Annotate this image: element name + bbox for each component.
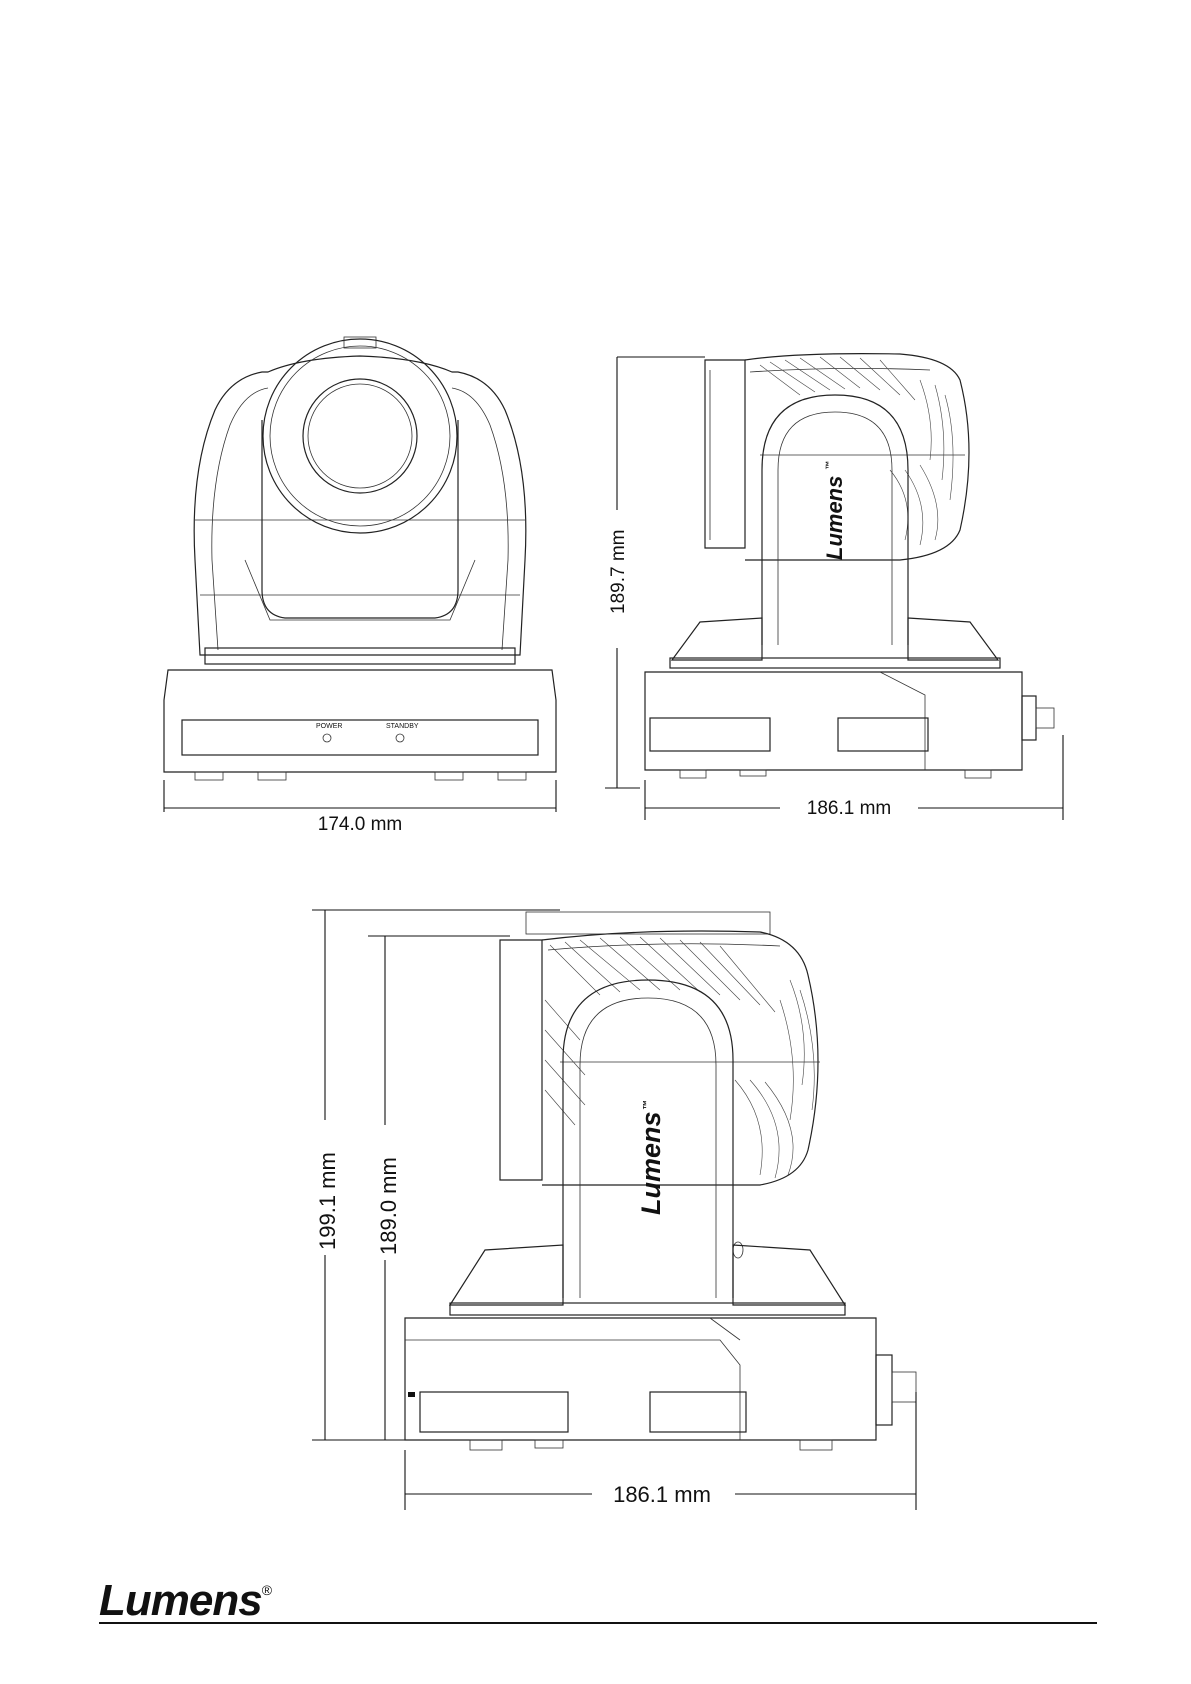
side-view-upper: 189.7 mm Lumens ™ <box>605 354 1063 820</box>
footer-brand-logo: Lumens® <box>99 1576 271 1626</box>
side-view-lower: 199.1 mm 189.0 mm Lumens ™ <box>312 910 916 1510</box>
upper-depth-label: 186.1 mm <box>807 798 891 819</box>
footer-brand-name: Lumens <box>99 1576 262 1625</box>
lower-body-logo-mark: ™ <box>642 1100 653 1110</box>
lower-depth-label: 186.1 mm <box>613 1482 711 1507</box>
footer-brand-mark: ® <box>262 1582 271 1598</box>
lower-body-height-label: 189.0 mm <box>376 1157 401 1255</box>
front-view: POWER STANDBY 174.0 mm <box>164 337 556 835</box>
standby-label: STANDBY <box>386 723 419 730</box>
upper-height-label: 189.7 mm <box>608 530 629 614</box>
lower-total-height-label: 199.1 mm <box>315 1152 340 1250</box>
lower-body-logo: Lumens <box>636 1111 666 1215</box>
upper-body-logo-mark: ™ <box>824 461 834 470</box>
front-width-label: 174.0 mm <box>318 814 402 835</box>
footer-divider <box>99 1622 1097 1624</box>
power-label: POWER <box>316 723 342 730</box>
upper-body-logo: Lumens <box>822 476 847 560</box>
